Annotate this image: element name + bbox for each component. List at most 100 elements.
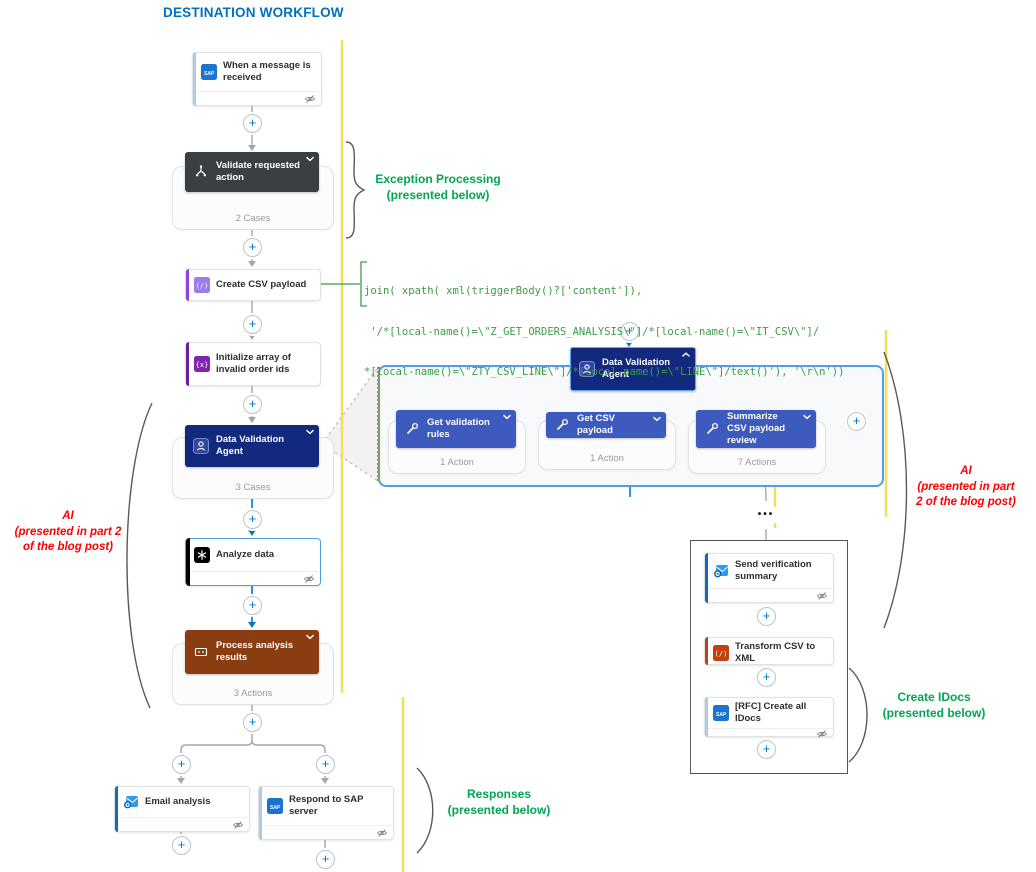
accent-bar bbox=[705, 697, 708, 737]
tool3-label: Summarize CSV payload review bbox=[727, 411, 786, 446]
xpath-expression-code: join( xpath( xml(triggerBody()?['content… bbox=[364, 258, 964, 407]
accent-bar bbox=[705, 637, 708, 665]
brace-ai-right bbox=[883, 351, 908, 629]
chevron-down-icon[interactable] bbox=[502, 414, 512, 420]
initialize-array-node[interactable]: {x} Initialize array of invalid order id… bbox=[185, 342, 321, 386]
accent-bar bbox=[186, 538, 190, 586]
process-analysis-results-node[interactable]: Process analysis results bbox=[185, 630, 319, 674]
code-line: *[local-name()=\"ZTY_CSV_LINE\"]/*[local… bbox=[364, 366, 845, 378]
initialize-array-label: Initialize array of invalid order ids bbox=[216, 352, 291, 375]
secure-output-eye-icon bbox=[816, 591, 828, 600]
tool2-action-count: 1 Action bbox=[590, 453, 624, 464]
brace-responses bbox=[416, 767, 434, 854]
panel-agent-header[interactable]: Data Validation Agent bbox=[570, 347, 696, 391]
outlook-icon bbox=[714, 565, 728, 578]
secure-output-eye-icon bbox=[816, 729, 828, 738]
foreach-icon bbox=[194, 647, 208, 657]
rfc-create-idocs-node[interactable]: SAP [RFC] Create all IDocs bbox=[704, 697, 834, 738]
panel-dotted-edge bbox=[377, 367, 379, 481]
transform-csv-to-xml-node[interactable]: (/) Transform CSV to XML bbox=[704, 637, 834, 665]
brace-ai-left bbox=[126, 402, 153, 709]
code-pointer bbox=[319, 261, 367, 307]
accent-bar bbox=[186, 342, 189, 386]
transform-label: Transform CSV to XML bbox=[735, 641, 816, 664]
send-verification-summary-node[interactable]: Send verification summary bbox=[704, 553, 834, 603]
annotation-exception-processing: Exception Processing (presented below) bbox=[375, 172, 501, 203]
tool-get-validation-rules[interactable]: Get validation rules bbox=[396, 410, 516, 448]
code-line: '/*[local-name()=\"Z_GET_ORDERS_ANALYSIS… bbox=[364, 325, 820, 338]
insert-step-button[interactable]: + bbox=[243, 238, 262, 257]
create-csv-payload-node[interactable]: (/) Create CSV payload bbox=[185, 269, 321, 301]
rfc-label: [RFC] Create all IDocs bbox=[735, 701, 807, 724]
insert-step-button[interactable]: + bbox=[243, 596, 262, 615]
insert-step-button[interactable]: + bbox=[243, 713, 262, 732]
svg-text:(/): (/) bbox=[196, 282, 209, 290]
compose-icon: (/) bbox=[194, 277, 210, 293]
analyze-data-node[interactable]: Analyze data bbox=[185, 538, 321, 586]
page-title: DESTINATION WORKFLOW bbox=[163, 5, 344, 20]
insert-step-button[interactable]: + bbox=[243, 315, 262, 334]
chevron-down-icon[interactable] bbox=[305, 429, 315, 435]
send-summary-label: Send verification summary bbox=[735, 559, 812, 582]
agent-case-count: 3 Cases bbox=[235, 482, 271, 493]
respond-label: Respond to SAP server bbox=[289, 794, 364, 817]
tool-get-csv-payload[interactable]: Get CSV payload bbox=[546, 412, 666, 438]
respond-to-sap-node[interactable]: SAP Respond to SAP server bbox=[258, 786, 394, 840]
secure-output-eye-icon bbox=[303, 574, 315, 583]
annotation-responses: Responses (presented below) bbox=[447, 787, 551, 818]
agent-label: Data Validation Agent bbox=[216, 434, 285, 457]
email-analysis-label: Email analysis bbox=[145, 796, 211, 808]
insert-step-button[interactable]: + bbox=[172, 755, 191, 774]
panel-agent-label: Data Validation Agent bbox=[602, 357, 671, 380]
blue-arrowheads bbox=[248, 341, 633, 628]
code-line: join( xpath( xml(triggerBody()?['content… bbox=[364, 285, 643, 297]
validate-requested-action-node[interactable]: Validate requested action bbox=[185, 152, 319, 192]
chevron-down-icon[interactable] bbox=[305, 156, 315, 162]
openai-icon bbox=[194, 547, 210, 563]
tool2-label: Get CSV payload bbox=[577, 413, 616, 436]
insert-step-button[interactable]: + bbox=[316, 755, 335, 774]
insert-step-button[interactable]: + bbox=[757, 668, 776, 687]
agent-person-icon bbox=[193, 438, 209, 454]
insert-step-button[interactable]: + bbox=[620, 322, 639, 341]
brace-exception-processing bbox=[345, 141, 366, 239]
insert-step-button[interactable]: + bbox=[243, 395, 262, 414]
tool1-action-count: 1 Action bbox=[440, 457, 474, 468]
annotation-ai-right: AI (presented in part 2 of the blog post… bbox=[916, 465, 1016, 509]
chevron-down-icon[interactable] bbox=[305, 634, 315, 640]
tool-summarize-csv-review[interactable]: Summarize CSV payload review bbox=[696, 410, 816, 448]
email-analysis-node[interactable]: Email analysis bbox=[114, 786, 250, 832]
insert-step-button[interactable]: + bbox=[243, 114, 262, 133]
data-validation-agent-node[interactable]: Data Validation Agent bbox=[185, 425, 319, 467]
accent-bar bbox=[259, 786, 262, 840]
insert-step-button[interactable]: + bbox=[316, 850, 335, 869]
svg-text:SAP: SAP bbox=[716, 712, 727, 718]
add-tool-button[interactable]: + bbox=[847, 412, 866, 431]
insert-step-button[interactable]: + bbox=[243, 510, 262, 529]
annotation-create-idocs: Create IDocs (presented below) bbox=[882, 690, 986, 721]
secure-output-eye-icon bbox=[376, 828, 388, 837]
brace-create-idocs bbox=[848, 667, 868, 763]
collapsed-steps-ellipsis: ••• bbox=[751, 507, 781, 523]
trigger-when-message-received[interactable]: SAP When a message is received bbox=[192, 52, 322, 106]
analyze-data-label: Analyze data bbox=[216, 549, 275, 561]
accent-bar bbox=[186, 269, 189, 301]
transform-icon: (/) bbox=[713, 644, 729, 661]
chevron-down-icon[interactable] bbox=[802, 414, 812, 420]
create-csv-label: Create CSV payload bbox=[216, 279, 307, 291]
svg-text:SAP: SAP bbox=[270, 805, 281, 811]
chevron-up-icon[interactable] bbox=[681, 352, 691, 358]
validate-label: Validate requested action bbox=[216, 160, 300, 183]
chevron-down-icon[interactable] bbox=[652, 416, 662, 422]
sap-icon: SAP bbox=[267, 798, 283, 814]
insert-step-button[interactable]: + bbox=[172, 836, 191, 855]
tool-wrench-icon bbox=[556, 418, 569, 431]
yellow-divider-lines bbox=[340, 40, 888, 872]
tool-wrench-icon bbox=[706, 422, 719, 435]
insert-step-button[interactable]: + bbox=[757, 607, 776, 626]
sap-icon: SAP bbox=[713, 704, 729, 721]
svg-text:{x}: {x} bbox=[196, 361, 209, 369]
validate-case-count: 2 Cases bbox=[235, 213, 271, 224]
switch-icon bbox=[196, 165, 206, 177]
insert-step-button[interactable]: + bbox=[757, 740, 776, 759]
